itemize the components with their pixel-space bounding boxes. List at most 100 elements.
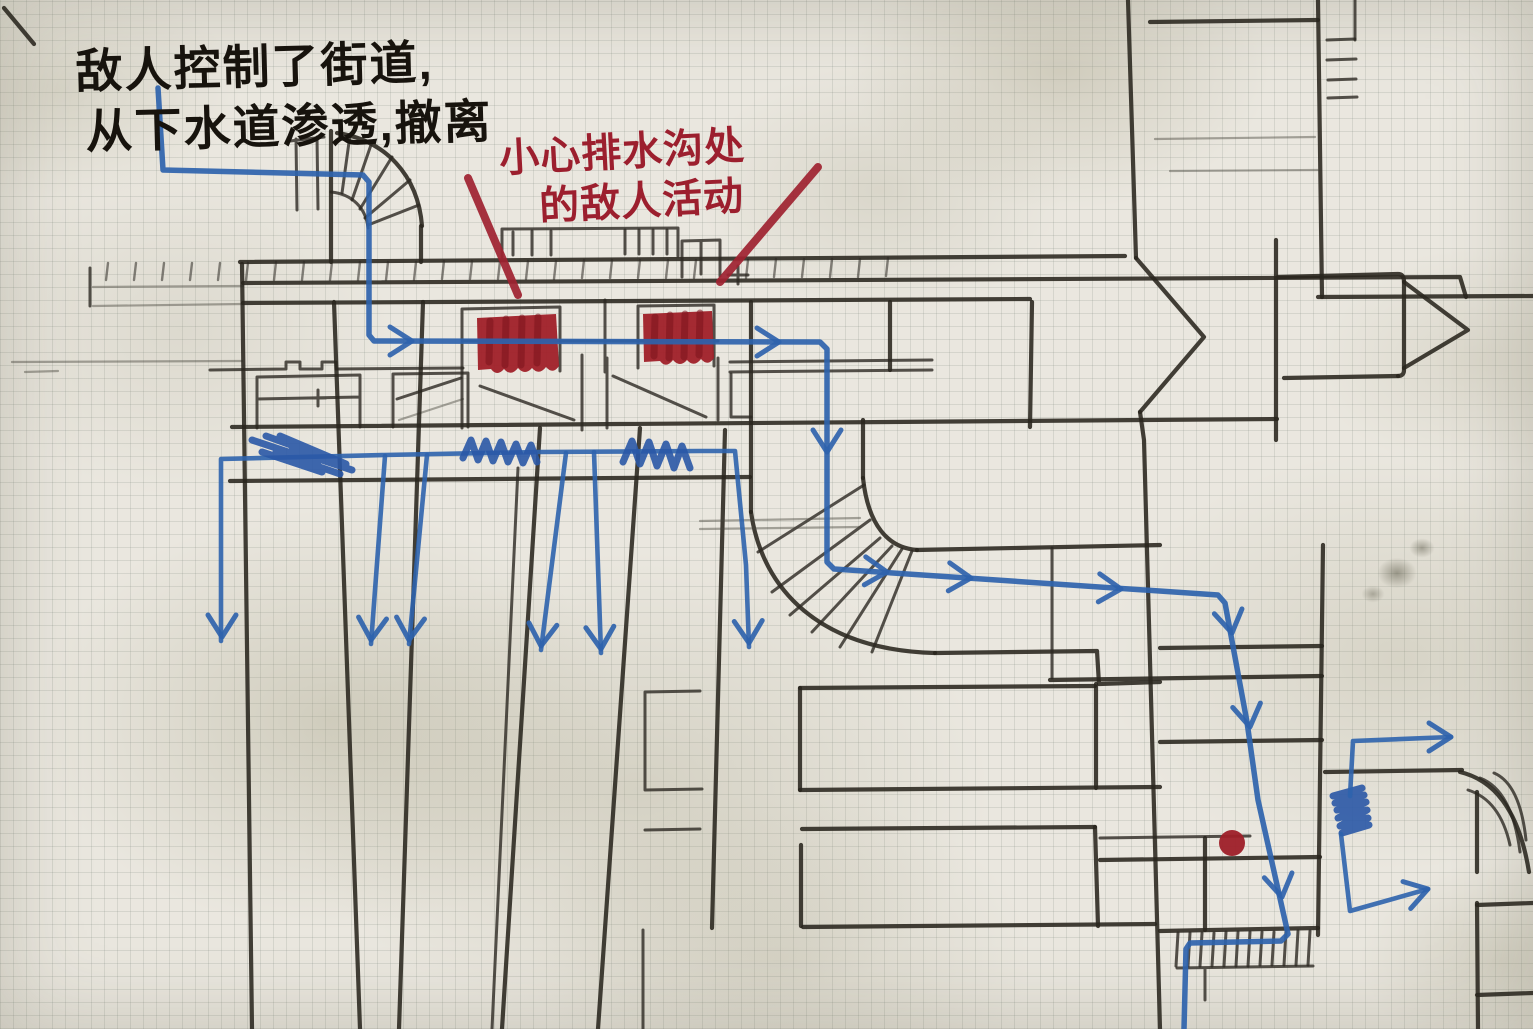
bay-diagonal-2 (611, 374, 708, 419)
bay-frame-2 (636, 303, 716, 370)
channel-top-line (229, 416, 1280, 430)
wall-5 (595, 425, 643, 1029)
street-line-mid (240, 274, 1469, 300)
corner-floor-1 (1474, 900, 1533, 908)
ledge-above-elbow (728, 358, 934, 374)
machine-box-1 (255, 373, 362, 430)
warning-arrow-right (716, 163, 822, 286)
bay-dividers (580, 298, 720, 432)
pillar-walls (239, 261, 728, 1029)
street-faint-left-1 (91, 284, 245, 289)
water-scribble-2 (459, 436, 541, 467)
ledge-faint-left (10, 359, 244, 374)
water-scribble-blob (1329, 784, 1373, 837)
grate-box-long (500, 226, 680, 259)
wall-upper (1125, 0, 1139, 261)
ladder-rungs (1325, 37, 1359, 100)
duct-bottom-line (932, 648, 1163, 687)
bottom-grate-bottom (1175, 964, 1315, 1002)
street-grate-boxes (288, 135, 750, 286)
fan-inner-arc (329, 190, 370, 230)
evac-note-line2: 从下水道渗透,撤离 (85, 94, 493, 158)
wall-3 (396, 299, 426, 1029)
bullet-pipe-tip (1401, 279, 1471, 371)
band2-bottom (800, 921, 1158, 930)
machine-box-2-diagonal (397, 397, 465, 422)
right-main-wall (1125, 0, 1207, 1029)
route-main-line (155, 85, 1291, 1029)
elbow-outer-curve (748, 509, 938, 656)
duct-mouth-chevron (1133, 255, 1207, 415)
fan-ribs (340, 133, 421, 227)
band-fragments (641, 689, 704, 1029)
bullet-pipe-top (1275, 271, 1407, 379)
corner-wall (1474, 900, 1481, 1029)
roof-line (1147, 17, 1321, 25)
drain-grate-marker-2-texture (650, 309, 704, 362)
brick-line-1 (1157, 643, 1325, 651)
pier-right-of-elbow (1027, 299, 1035, 430)
warning-arrow-left (464, 174, 522, 299)
gutter-drop-lines (368, 449, 604, 656)
evac-note-line1: 敌人控制了街道, (75, 36, 434, 98)
bottom-right-structures (1157, 769, 1533, 1029)
wall-6 (709, 427, 728, 931)
fan-outer-arc (334, 130, 425, 229)
elbow-inner-curve (860, 475, 920, 553)
wall-1 (239, 261, 255, 1029)
band2-top (799, 824, 1098, 832)
curb-tick-marks (104, 256, 890, 282)
channel-bottom-line (227, 474, 753, 484)
corner-fan-outer (1457, 769, 1532, 875)
exit-branch-lower (1338, 831, 1431, 914)
brick-line-3 (1157, 737, 1325, 745)
wall-4b (490, 466, 520, 1029)
tower-wall (1315, 0, 1325, 300)
brick-wall-region (1047, 542, 1465, 938)
warning-note-line1: 小心排水沟处 (498, 124, 746, 181)
top-right-structures (1147, 0, 1359, 300)
gutter-channel (227, 298, 1280, 484)
water-scribble-1 (248, 432, 356, 478)
brick-line-2 (1047, 673, 1325, 683)
exit-branch-upper (1347, 734, 1454, 799)
duct-top-line (914, 542, 1163, 553)
enemy-position-dot (1219, 830, 1245, 856)
faint-crossing-lines (698, 516, 862, 531)
gutter-flow-line (218, 448, 752, 650)
water-scribble-3 (619, 437, 694, 472)
survey-cross-mark (726, 264, 750, 286)
bullet-pipe (1273, 237, 1471, 443)
wall-2 (331, 299, 363, 1029)
main-elbow-duct (698, 299, 1163, 687)
corner-smudge-mark (1, 5, 37, 47)
warning-note-line2: 的敌人活动 (538, 174, 745, 229)
tower-faint-floor-1 (1153, 135, 1317, 141)
bottom-grate-teeth (1174, 929, 1312, 968)
small-box-left-of-elbow (729, 372, 753, 419)
band2-right-cap (1092, 824, 1101, 929)
warning-marks (464, 163, 1245, 856)
band1-bottom (797, 784, 1163, 793)
street-faint-left-2 (91, 302, 245, 308)
corner-fan-ribs (1466, 771, 1528, 854)
street-line-bottom (240, 296, 1033, 306)
elbow-ribs (756, 483, 914, 654)
pipe-bands (641, 681, 1163, 1029)
handwritten-notes: 敌人控制了街道, 从下水道渗透,撤离 小心排水沟处 的敌人活动 (75, 36, 746, 229)
grate-box-teeth (511, 228, 669, 257)
bullet-pipe-bottom (1281, 373, 1401, 381)
brick-wall-vertical (1315, 542, 1326, 938)
machine-box-2 (391, 371, 470, 429)
band1-top (797, 683, 1098, 691)
tower-faint-floor-2 (1168, 168, 1320, 173)
dot-floor-line (1097, 854, 1323, 863)
corner-floor-2 (1474, 990, 1533, 998)
infiltration-route (155, 85, 1454, 1029)
wall-lower (1137, 409, 1163, 1029)
grate-box-small (680, 238, 722, 279)
bay-diagonal-1 (478, 384, 576, 422)
